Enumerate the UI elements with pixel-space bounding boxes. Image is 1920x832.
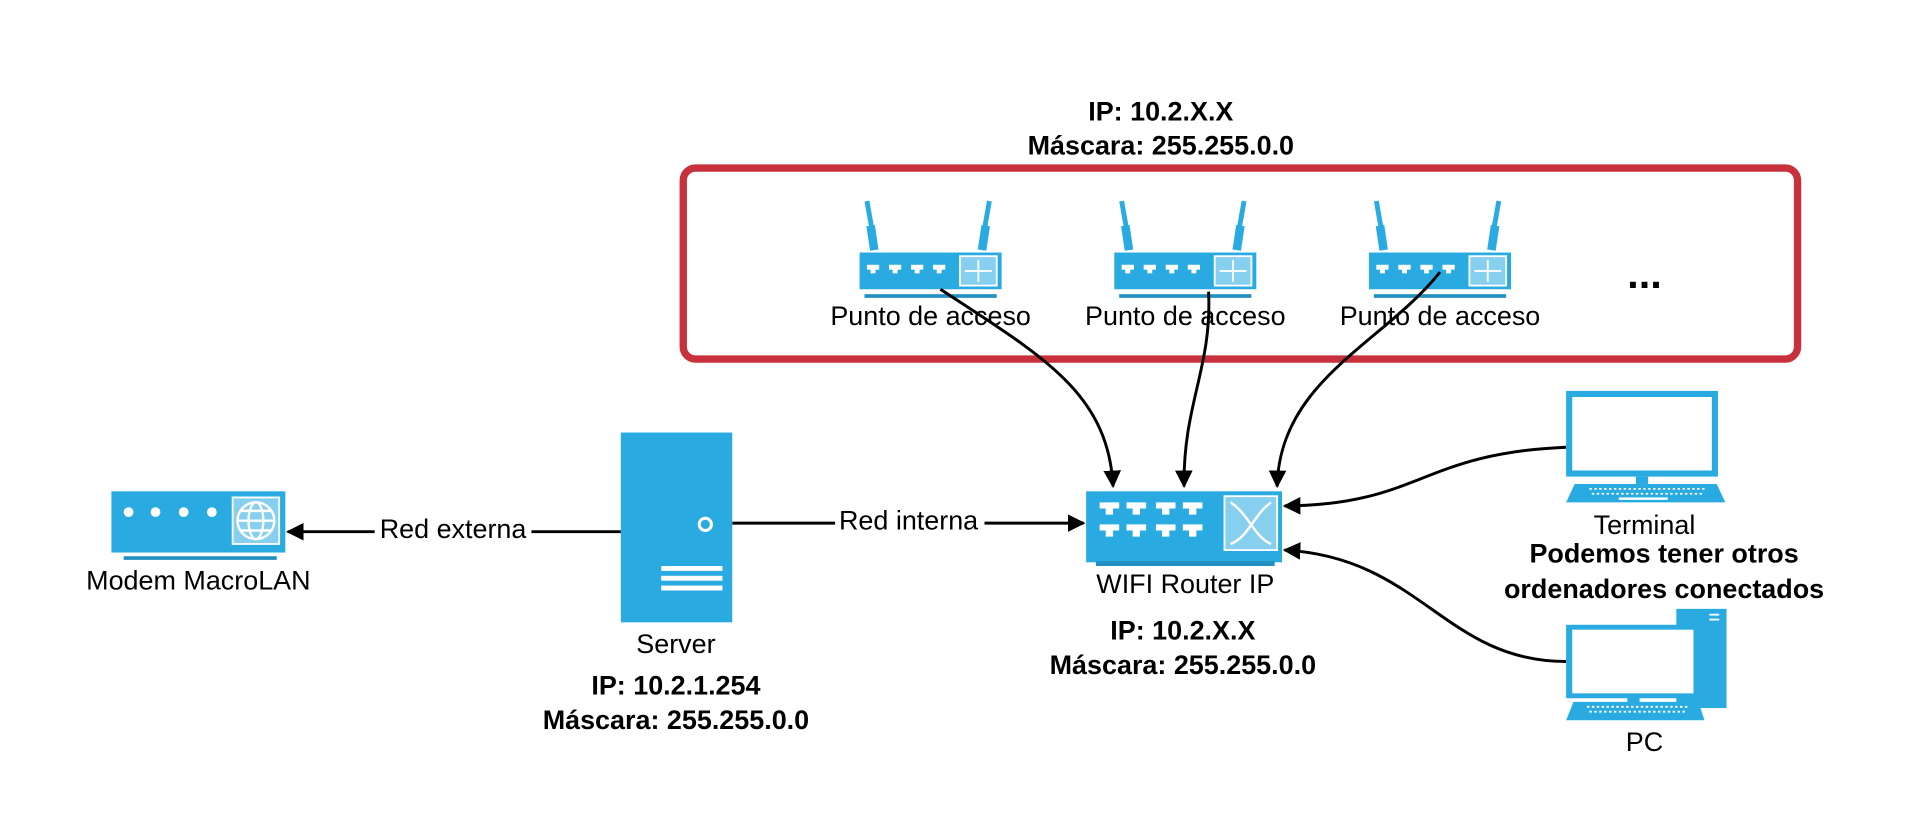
access-point-2-icon[interactable]: [1114, 201, 1256, 298]
external-network-label: Red externa: [380, 514, 527, 544]
router-label: WIFI Router IP: [1096, 569, 1274, 599]
terminal-icon[interactable]: [1566, 390, 1726, 503]
modem-icon[interactable]: [111, 491, 286, 560]
terminal-label: Terminal: [1594, 510, 1696, 540]
modem-label: Modem MacroLAN: [86, 565, 310, 595]
access-point-2-label: Punto de acceso: [1085, 301, 1286, 331]
router-mask-label: Máscara: 255.255.0.0: [1050, 650, 1316, 680]
server-icon[interactable]: [620, 432, 733, 623]
connector-ap3-router: [1268, 271, 1442, 489]
access-point-3-label: Punto de acceso: [1340, 301, 1541, 331]
router-ip-label: IP: 10.2.X.X: [1110, 615, 1255, 645]
access-point-group-box: [679, 164, 1802, 363]
pc-label: PC: [1626, 727, 1663, 757]
access-point-1-label: Punto de acceso: [830, 301, 1031, 331]
note-line-1: Podemos tener otros: [1529, 538, 1798, 568]
server-label: Server: [636, 629, 715, 659]
access-point-1-icon[interactable]: [860, 201, 1002, 298]
pc-icon[interactable]: [1566, 608, 1727, 721]
group-mask-label: Máscara: 255.255.0.0: [1028, 131, 1294, 161]
connector-pc-router: [1282, 542, 1567, 663]
server-ip-label: IP: 10.2.1.254: [591, 671, 760, 701]
access-point-3-icon[interactable]: [1369, 201, 1511, 298]
connector-ap2-router: [1175, 291, 1211, 489]
note-line-2: ordenadores conectados: [1504, 574, 1824, 604]
more-access-points: ...: [1627, 250, 1662, 297]
router-icon[interactable]: [1086, 491, 1283, 566]
group-ip-label: IP: 10.2.X.X: [1088, 96, 1233, 126]
label-bg: [374, 512, 532, 544]
connector-terminal-router: [1282, 445, 1567, 515]
internal-network-label: Red interna: [839, 505, 978, 535]
label-bg: [835, 503, 985, 536]
server-mask-label: Máscara: 255.255.0.0: [543, 705, 809, 735]
connector-ap1-router: [939, 288, 1122, 489]
